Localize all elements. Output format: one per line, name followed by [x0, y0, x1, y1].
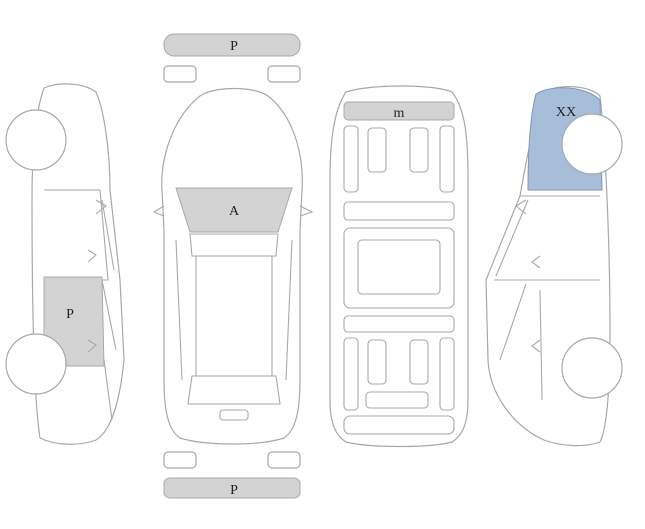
underbody-rear-rail-right	[439, 337, 455, 411]
underbody-rear-rail-left	[343, 337, 359, 411]
right-side-door-lines	[495, 199, 543, 401]
rear-left-light	[163, 451, 197, 469]
underbody-rear-box-left	[367, 339, 387, 385]
left-front-wheel	[5, 109, 67, 171]
underbody-outline	[329, 85, 469, 448]
front-bumper-marked	[163, 33, 301, 57]
underbody-front-marked	[343, 101, 455, 121]
underbody-rail-left	[343, 125, 359, 193]
underbody-crossmember-2	[343, 315, 455, 333]
underbody-rail-right	[439, 125, 455, 193]
front-right-light	[267, 65, 301, 83]
underbody-rear-box-right	[409, 339, 429, 385]
underbody-front-box-right	[409, 127, 429, 173]
side-sills	[175, 239, 293, 381]
underbody-crossmember-1	[343, 201, 455, 221]
underbody-rear-panel	[343, 415, 455, 435]
right-side-view: XX	[485, 86, 623, 447]
underbody-rear-crossmember	[365, 391, 429, 409]
top-mirrors	[152, 205, 314, 217]
underbody-front-box-left	[367, 127, 387, 173]
left-rear-door-label: P	[66, 307, 74, 322]
windshield	[189, 233, 279, 257]
hood-label: A	[229, 204, 240, 219]
front-left-light	[163, 65, 197, 83]
rear-window	[187, 375, 281, 405]
right-front-wheel	[561, 113, 623, 175]
rear-plate	[219, 409, 249, 421]
top-view-body	[161, 87, 303, 445]
underbody-view: m	[329, 85, 469, 448]
front-bumper-label: P	[230, 39, 238, 54]
right-rear-wheel	[561, 337, 623, 399]
underbody-floor-inner	[357, 239, 441, 295]
left-side-view: P	[5, 83, 125, 445]
right-front-fender-label: XX	[556, 105, 576, 120]
right-side-mirror	[515, 199, 527, 215]
underbody-front-label: m	[394, 106, 405, 121]
left-side-door-line	[101, 199, 117, 421]
rear-bumper-marked	[163, 477, 301, 499]
rear-bumper-label: P	[230, 483, 238, 498]
hood-marked	[175, 187, 293, 233]
left-rear-wheel	[5, 333, 67, 395]
left-door-handles	[87, 249, 97, 353]
rear-right-light	[267, 451, 301, 469]
top-view: P A P	[152, 33, 314, 499]
underbody-floor-outer	[343, 227, 455, 309]
right-door-handles	[531, 255, 541, 353]
left-side-mirror	[95, 199, 107, 215]
